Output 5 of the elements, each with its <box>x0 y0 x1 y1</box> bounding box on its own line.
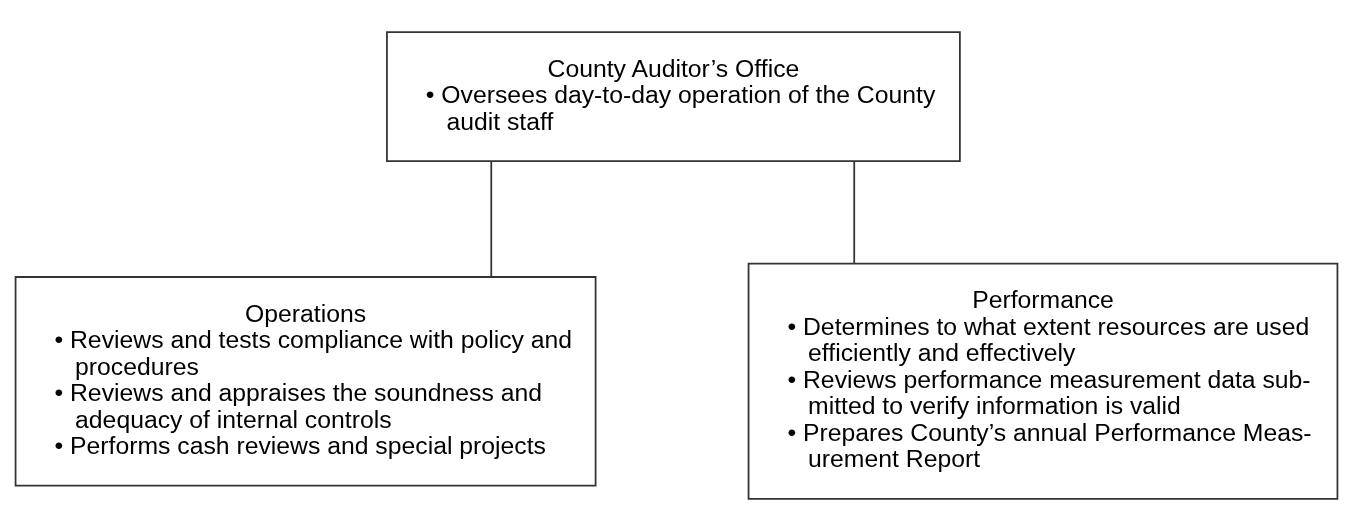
connector <box>490 160 493 278</box>
node-box: Performance • Determines to what extent resources are used efficiently and effectively • Reviews performance measurement data sub- mitted to verify information is valid • Prepares County’s annual Performance Meas- urement Report <box>747 262 1339 500</box>
node-box: County Auditor’s Office • Oversees day-to-day operation of the County audit staff <box>386 31 961 163</box>
node-box: Operations • Reviews and tests compliance with policy and procedures • Reviews and appraises the soundness and adequacy of internal controls • Performs cash reviews and special projects <box>14 276 597 487</box>
connector <box>853 160 856 265</box>
